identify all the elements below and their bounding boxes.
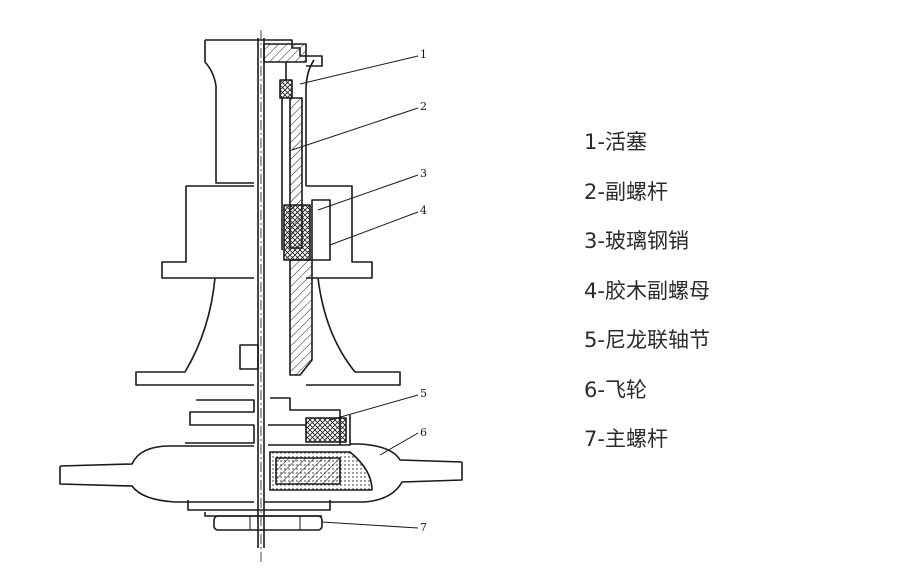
callout-2: 2 [420,100,427,113]
callout-7: 7 [420,521,427,534]
leader-3 [317,174,419,211]
bottom-plate [187,500,331,511]
nylon-coupling [305,417,347,443]
lower-step-left [185,399,255,444]
callout-3: 3 [420,167,427,180]
callout-6: 6 [420,426,427,439]
callout-1: 1 [420,48,427,61]
frame-shoulder [161,185,254,279]
parts-legend: 1-活塞 2-副螺杆 3-玻璃钢销 4-胶木副螺母 5-尼龙联轴节 6-飞轮 7… [584,118,710,465]
legend-item-piston: 1-活塞 [584,130,647,154]
callout-4: 4 [420,204,427,217]
legend-item-main-screw: 7-主螺杆 [584,427,668,451]
legend-item-secondary-screw: 2-副螺杆 [584,179,668,204]
flywheel-left [59,445,254,503]
flywheel-right [264,443,463,503]
bakelite-nut [289,259,313,376]
bakelite-nut-flange [311,199,331,261]
frame-left-rib [135,277,254,386]
flywheel-hub-hatch [275,457,341,485]
shaft-key [239,344,259,370]
callout-5: 5 [420,387,427,400]
main-screw-nut [213,515,323,531]
piston-cap [262,39,323,67]
legend-item-flywheel: 6-飞轮 [584,377,647,402]
leader-6 [379,432,419,456]
leader-7 [321,521,419,529]
leader-5 [329,394,419,421]
frame-right-side [306,185,401,386]
frame-right-upper [305,59,315,186]
legend-item-bakelite-nut: 4-胶木副螺母 [584,278,710,303]
leader-4 [329,211,419,246]
frame-top-housing [204,39,262,184]
coupling-housing [268,415,351,446]
piston-seal [279,79,293,99]
leader-1 [299,55,419,85]
legend-item-nylon-coupling: 5-尼龙联轴节 [584,328,710,352]
legend-item-fiberglass-pin: 3-玻璃钢销 [584,229,689,253]
leader-2 [291,107,419,151]
fiberglass-pin [283,204,311,261]
